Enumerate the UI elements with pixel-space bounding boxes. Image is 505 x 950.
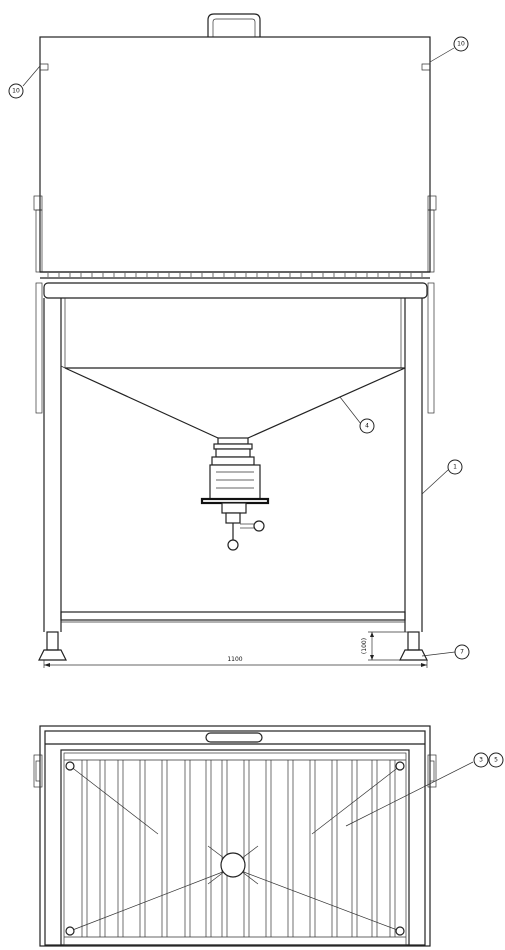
callout-5: 5: [488, 752, 504, 768]
right-latch: [427, 195, 437, 273]
callout-1: 1: [447, 459, 463, 475]
svg-text:7: 7: [460, 649, 464, 656]
svg-text:5: 5: [494, 757, 498, 764]
hopper-cone: [64, 367, 406, 439]
left-leg: [43, 298, 66, 632]
svg-text:1: 1: [453, 464, 457, 471]
left-latch: [33, 195, 43, 273]
lower-crossbar: [60, 611, 406, 621]
outlet-valve: [200, 437, 270, 551]
frame-top-bar: [43, 282, 428, 299]
lid-handle: [207, 13, 261, 37]
plan-outer-frame: [39, 725, 431, 947]
upper-box: [39, 36, 431, 273]
callout-7: 7: [454, 644, 470, 660]
plan-handle-slot: [205, 732, 263, 743]
svg-text:10: 10: [12, 88, 20, 95]
dimension-width: 1100: [43, 656, 428, 668]
plan-view: 3 5: [33, 725, 504, 947]
left-foot: [38, 631, 67, 661]
svg-text:3: 3: [479, 757, 483, 764]
foot-height-label: (100): [361, 638, 368, 654]
svg-text:10: 10: [457, 41, 465, 48]
front-view: (100) 1100 10 10 4: [8, 13, 470, 668]
svg-text:4: 4: [365, 423, 369, 430]
grille-bars: [81, 760, 396, 937]
callout-10-left: 10: [8, 83, 24, 99]
right-leg: [400, 298, 423, 632]
callout-10-right: 10: [453, 36, 469, 52]
width-label: 1100: [227, 656, 242, 663]
callout-3: 3: [473, 752, 489, 768]
bolt-row: [47, 273, 423, 277]
dimension-foot-height: (100): [361, 631, 410, 661]
callout-4: 4: [359, 418, 375, 434]
